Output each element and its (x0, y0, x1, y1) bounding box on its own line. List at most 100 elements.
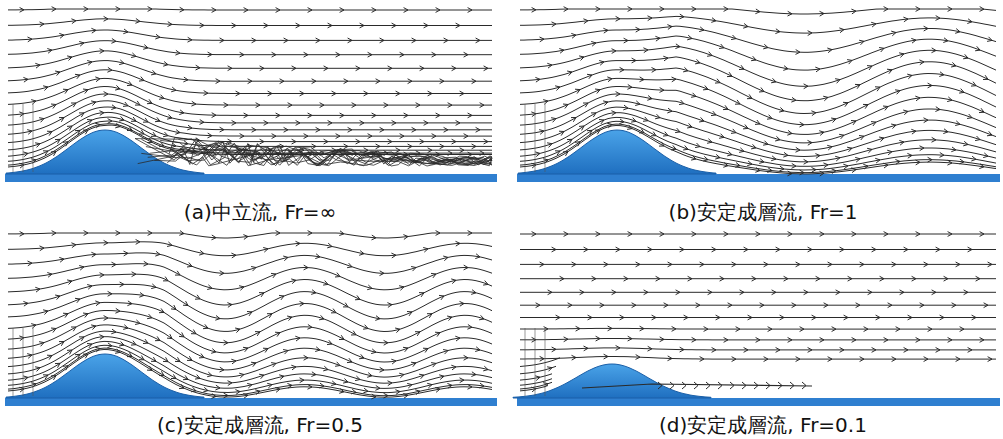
arrow-head (272, 134, 276, 139)
arrow-head (39, 118, 44, 123)
streamline (8, 107, 492, 143)
arrow-head (87, 344, 92, 348)
arrow-head (755, 9, 760, 14)
arrow-head (444, 38, 448, 43)
arrow-head (599, 61, 604, 66)
arrow-head (83, 89, 88, 94)
streamline (8, 318, 492, 362)
arrow-head (660, 7, 664, 12)
arrow-head (412, 38, 416, 43)
arrow-head (660, 88, 665, 93)
arrow-head (535, 376, 540, 381)
arrow-head (687, 35, 692, 40)
streamline (520, 46, 996, 86)
arrow-head (111, 105, 116, 110)
arrow-head (343, 379, 348, 384)
arrow-head (564, 232, 568, 237)
arrow-head (731, 35, 736, 40)
arrow-head (455, 336, 460, 341)
arrow-head (756, 232, 760, 237)
arrow-head (936, 348, 940, 353)
arrow-head (856, 303, 860, 308)
arrow-head (20, 232, 24, 237)
arrow-head (971, 156, 976, 161)
arrow-head (767, 168, 772, 173)
arrow-head (664, 303, 668, 308)
arrow-head (867, 66, 872, 70)
arrow-head (600, 303, 604, 308)
arrow-head (920, 303, 924, 308)
arrow-head (778, 382, 782, 389)
arrow-head (695, 143, 700, 148)
arrow-head (872, 348, 876, 353)
arrow-head (416, 151, 420, 156)
arrow-head (735, 163, 740, 168)
streamline (8, 87, 492, 116)
arrow-head (232, 23, 236, 28)
arrow-head (551, 118, 556, 123)
arrow-head (704, 327, 708, 332)
arrow-head (23, 301, 28, 306)
arrow-head (672, 77, 677, 82)
arrow-head (987, 37, 992, 42)
arrow-head (335, 362, 340, 367)
arrow-head (275, 332, 280, 336)
arrow-head (644, 290, 648, 295)
arrow-head (796, 147, 801, 152)
arrow-head (431, 273, 436, 278)
arrow-head (447, 383, 452, 388)
arrow-head (775, 136, 780, 141)
arrow-head (71, 103, 76, 107)
arrow-head (35, 367, 40, 372)
arrow-head (452, 139, 456, 144)
arrow-head (91, 252, 96, 257)
arrow-head (984, 303, 988, 308)
arrow-head (955, 121, 960, 126)
arrow-head (980, 232, 984, 237)
arrow-head (979, 108, 984, 112)
arrow-head (658, 382, 662, 389)
arrow-head (571, 118, 576, 122)
arrow-head (560, 276, 564, 281)
arrow-head (547, 63, 552, 68)
arrow-head (195, 375, 200, 380)
arrow-head (879, 48, 884, 53)
arrow-head (427, 383, 432, 388)
arrow-head (255, 390, 260, 395)
arrow-head (539, 130, 544, 135)
arrow-head (763, 141, 768, 146)
arrow-head (416, 103, 420, 108)
arrow-head (820, 232, 824, 237)
streamline (8, 337, 492, 384)
ground-band (517, 398, 1000, 406)
arrow-head (67, 350, 72, 354)
arrow-head (431, 363, 436, 368)
arrow-head (464, 265, 468, 270)
arrow-head (31, 100, 36, 105)
streamline (8, 253, 492, 273)
particle-column (23, 104, 24, 172)
arrow-head (163, 132, 168, 137)
particle-column (525, 104, 526, 172)
arrow-head (280, 79, 284, 84)
arrow-head (320, 103, 324, 108)
arrow-head (815, 67, 820, 72)
arrow-head (87, 120, 92, 124)
arrow-head (304, 355, 308, 360)
arrow-head (79, 337, 84, 341)
arrow-head (682, 382, 686, 389)
arrow-head (759, 88, 764, 93)
arrow-head (484, 66, 488, 71)
arrow-head (472, 144, 476, 149)
arrow-head (79, 42, 84, 47)
arrow-head (479, 315, 484, 320)
streamline (8, 19, 492, 26)
arrow-head (328, 23, 332, 28)
arrow-head (384, 340, 388, 345)
arrow-head (847, 60, 852, 65)
flow-panel (517, 7, 1000, 182)
arrow-head (668, 356, 673, 361)
arrow-head (440, 144, 444, 149)
arrow-head (787, 130, 792, 135)
flow-panel (5, 7, 497, 182)
